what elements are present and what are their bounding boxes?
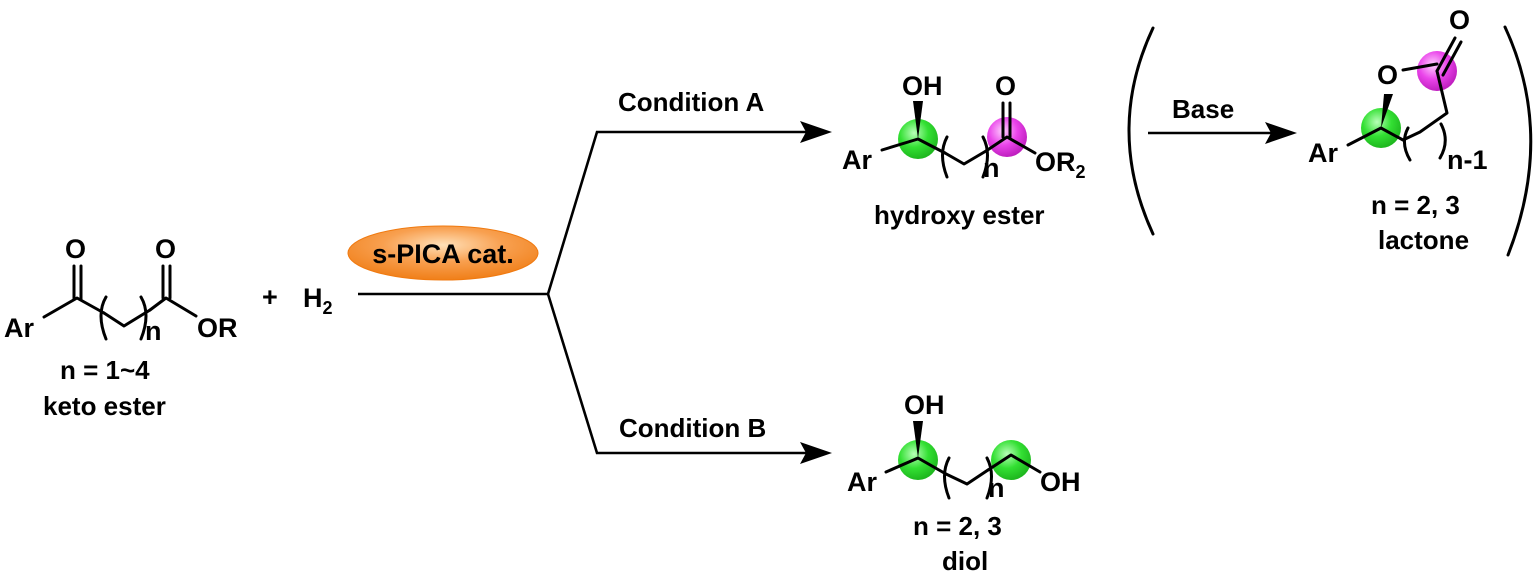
left-parenthesis: [1127, 26, 1155, 236]
diol-range: n = 2, 3: [913, 511, 1002, 541]
lactone-name: lactone: [1378, 225, 1469, 255]
arrow-head-a: [800, 121, 832, 143]
diol-ar: Ar: [847, 467, 877, 497]
lactone-range: n = 2, 3: [1371, 190, 1460, 220]
lactone-n: n-1: [1447, 145, 1488, 175]
diol-n: n: [988, 473, 1005, 503]
keto-ester-range: n = 1~4: [60, 355, 150, 385]
branch-arrows: [358, 121, 832, 464]
diol-structure: Ar OH n OH n = 2, 3 diol: [847, 390, 1081, 576]
h2-label: H2: [303, 283, 333, 318]
wedge-bond: [913, 101, 923, 139]
right-parenthesis: [1503, 25, 1533, 257]
plus-sign: +: [262, 282, 278, 312]
hydroxy-ester-ar: Ar: [842, 145, 872, 175]
base-arrow-head: [1265, 122, 1297, 144]
catalyst-badge: s-PICA cat.: [347, 225, 539, 281]
keto-ester-n: n: [145, 316, 162, 346]
hydroxy-ester-oh: OH: [902, 71, 943, 101]
wedge-bond: [1381, 94, 1393, 128]
green-atom-marker: [898, 440, 938, 480]
diol-oh2: OH: [1040, 467, 1081, 497]
arrow-head-b: [800, 442, 832, 464]
condition-b-label: Condition B: [619, 413, 766, 443]
condition-a-label: Condition A: [618, 87, 765, 117]
lactone-o-carbonyl: O: [1449, 5, 1470, 35]
hydroxy-ester-or: OR2: [1035, 147, 1086, 182]
lactone-o-ring: O: [1377, 60, 1398, 90]
wedge-bond: [913, 421, 923, 458]
catalyst-label: s-PICA cat.: [372, 239, 514, 269]
keto-ester-o2: O: [155, 234, 176, 264]
base-label: Base: [1172, 94, 1234, 124]
hydroxy-ester-n: n: [983, 153, 1000, 183]
lactone-ar: Ar: [1308, 138, 1338, 168]
keto-ester-o1: O: [65, 234, 86, 264]
keto-ester-structure: Ar O n O OR n = 1~4 keto ester: [4, 234, 238, 421]
diol-oh1: OH: [904, 390, 945, 420]
keto-ester-name: keto ester: [43, 391, 166, 421]
green-atom-marker: [991, 440, 1031, 480]
hydroxy-ester-o: O: [995, 71, 1016, 101]
lactone-structure: Ar O O n-1 n = 2, 3 lactone: [1308, 5, 1488, 255]
diol-name: diol: [942, 546, 988, 576]
keto-ester-ar: Ar: [4, 313, 34, 343]
hydroxy-ester-name: hydroxy ester: [874, 200, 1045, 230]
keto-ester-or: OR: [197, 313, 238, 343]
hydroxy-ester-structure: Ar OH n O OR2 hydroxy ester: [842, 71, 1086, 230]
